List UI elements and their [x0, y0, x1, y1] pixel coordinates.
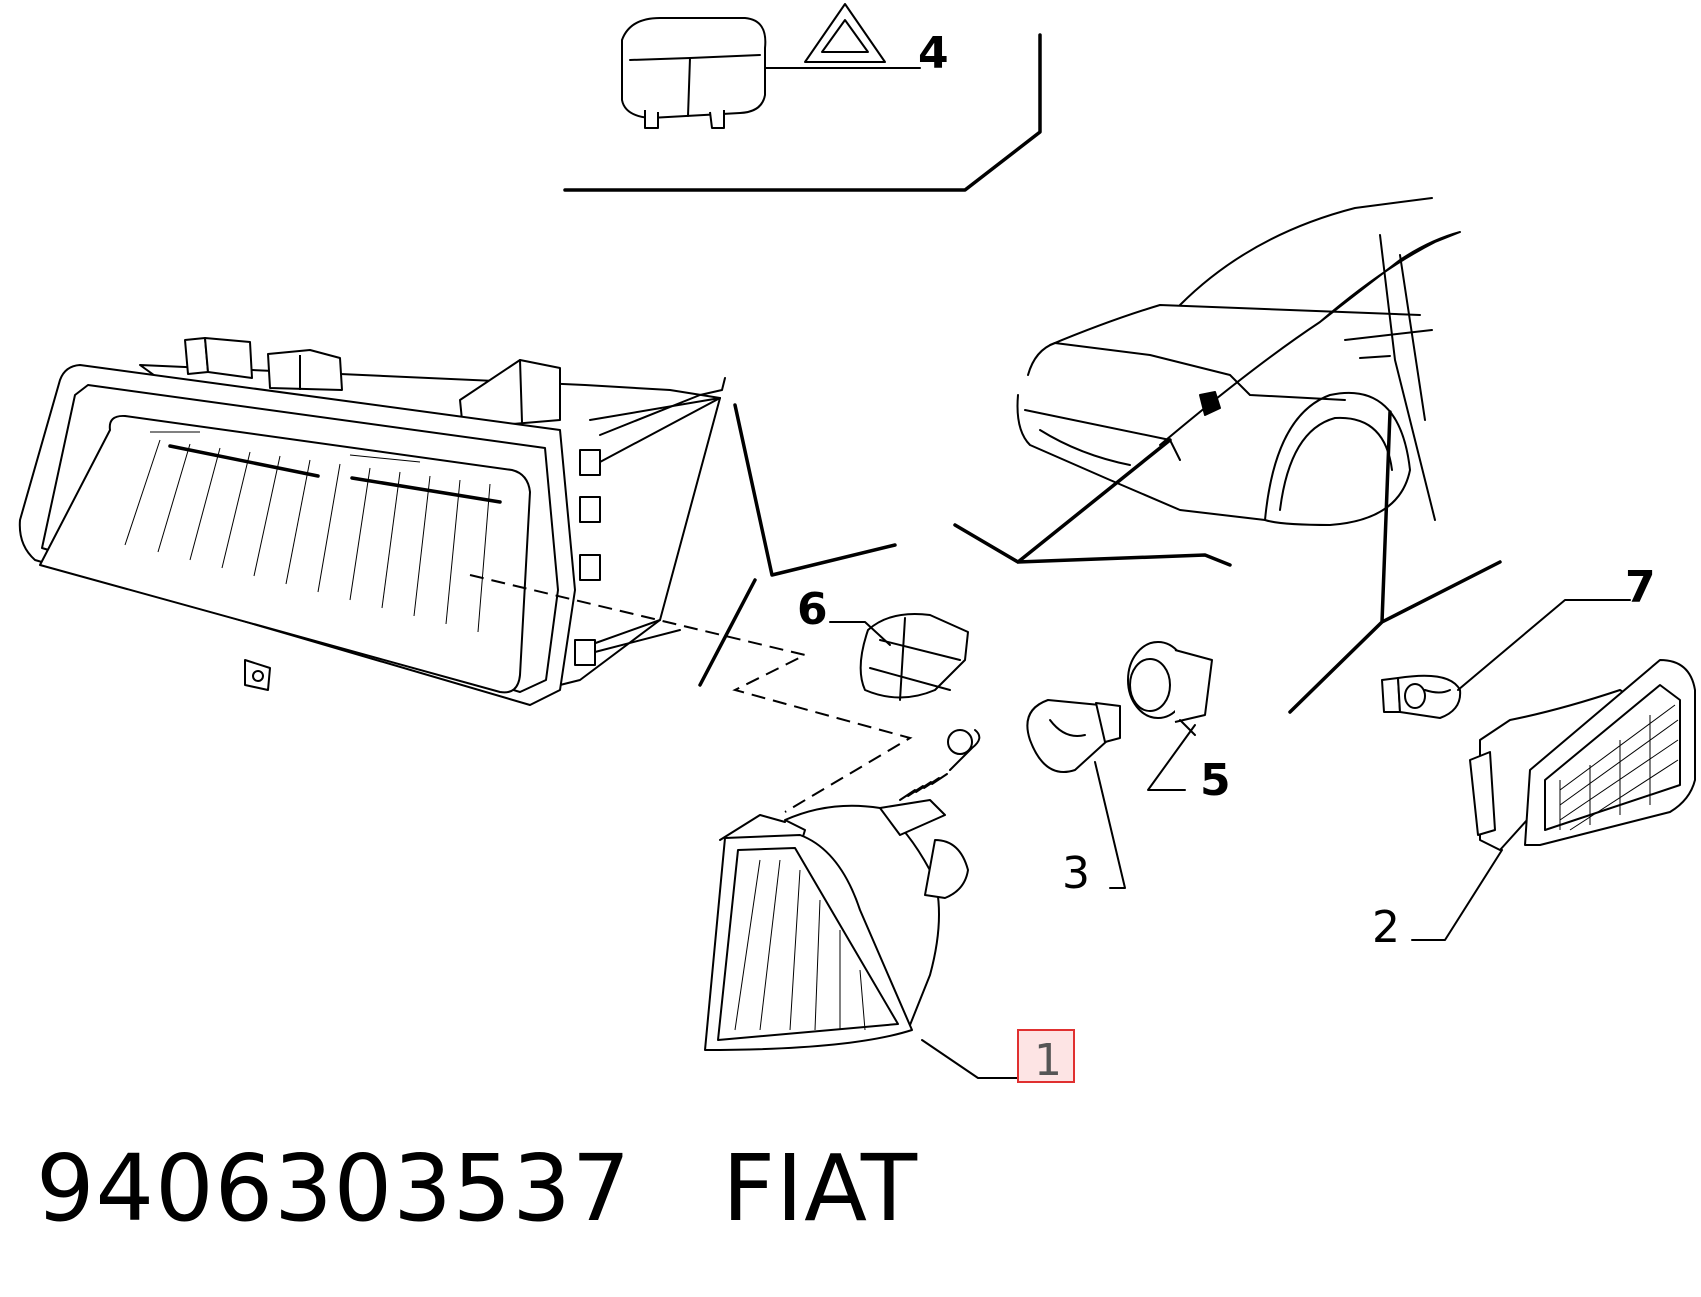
callout-1: 1	[1034, 1035, 1062, 1086]
car-reference-sketch	[1016, 197, 1461, 526]
part-caption: 9406303537 FIAT	[36, 1135, 918, 1242]
bulb-holder-part-5	[1127, 641, 1213, 736]
callout-4: 4	[918, 28, 949, 79]
clip-part-6	[859, 613, 969, 701]
hazard-triangle-icon	[804, 3, 886, 63]
wedge-bulb-part-7	[1381, 674, 1462, 719]
leader-line-2	[1411, 849, 1503, 941]
bracket-line-left	[698, 403, 897, 687]
part-number: 9406303537	[36, 1135, 632, 1242]
bracket-line	[563, 33, 1042, 192]
bracket-line-mid	[953, 438, 1232, 567]
side-repeater-part-2	[1469, 659, 1696, 851]
leader-line-7	[1457, 599, 1631, 691]
callout-6: 6	[797, 584, 828, 635]
alignment-dashes	[469, 574, 913, 813]
callout-7: 7	[1625, 562, 1656, 613]
leader-line-6	[829, 621, 891, 646]
bracket-line-right	[1288, 410, 1502, 714]
callout-3: 3	[1062, 848, 1090, 899]
leader-line-5	[1147, 724, 1196, 791]
leader-line-3	[1094, 761, 1126, 889]
brand-name: FIAT	[722, 1135, 919, 1242]
headlamp-assembly	[18, 337, 726, 706]
callout-1-highlight-box	[1017, 1029, 1075, 1083]
indicator-lamp-part-1	[704, 729, 981, 1051]
callout-2: 2	[1372, 902, 1400, 953]
bulb-part-3	[1026, 699, 1121, 773]
callout-5: 5	[1200, 755, 1231, 806]
relay-part-4	[621, 17, 767, 129]
